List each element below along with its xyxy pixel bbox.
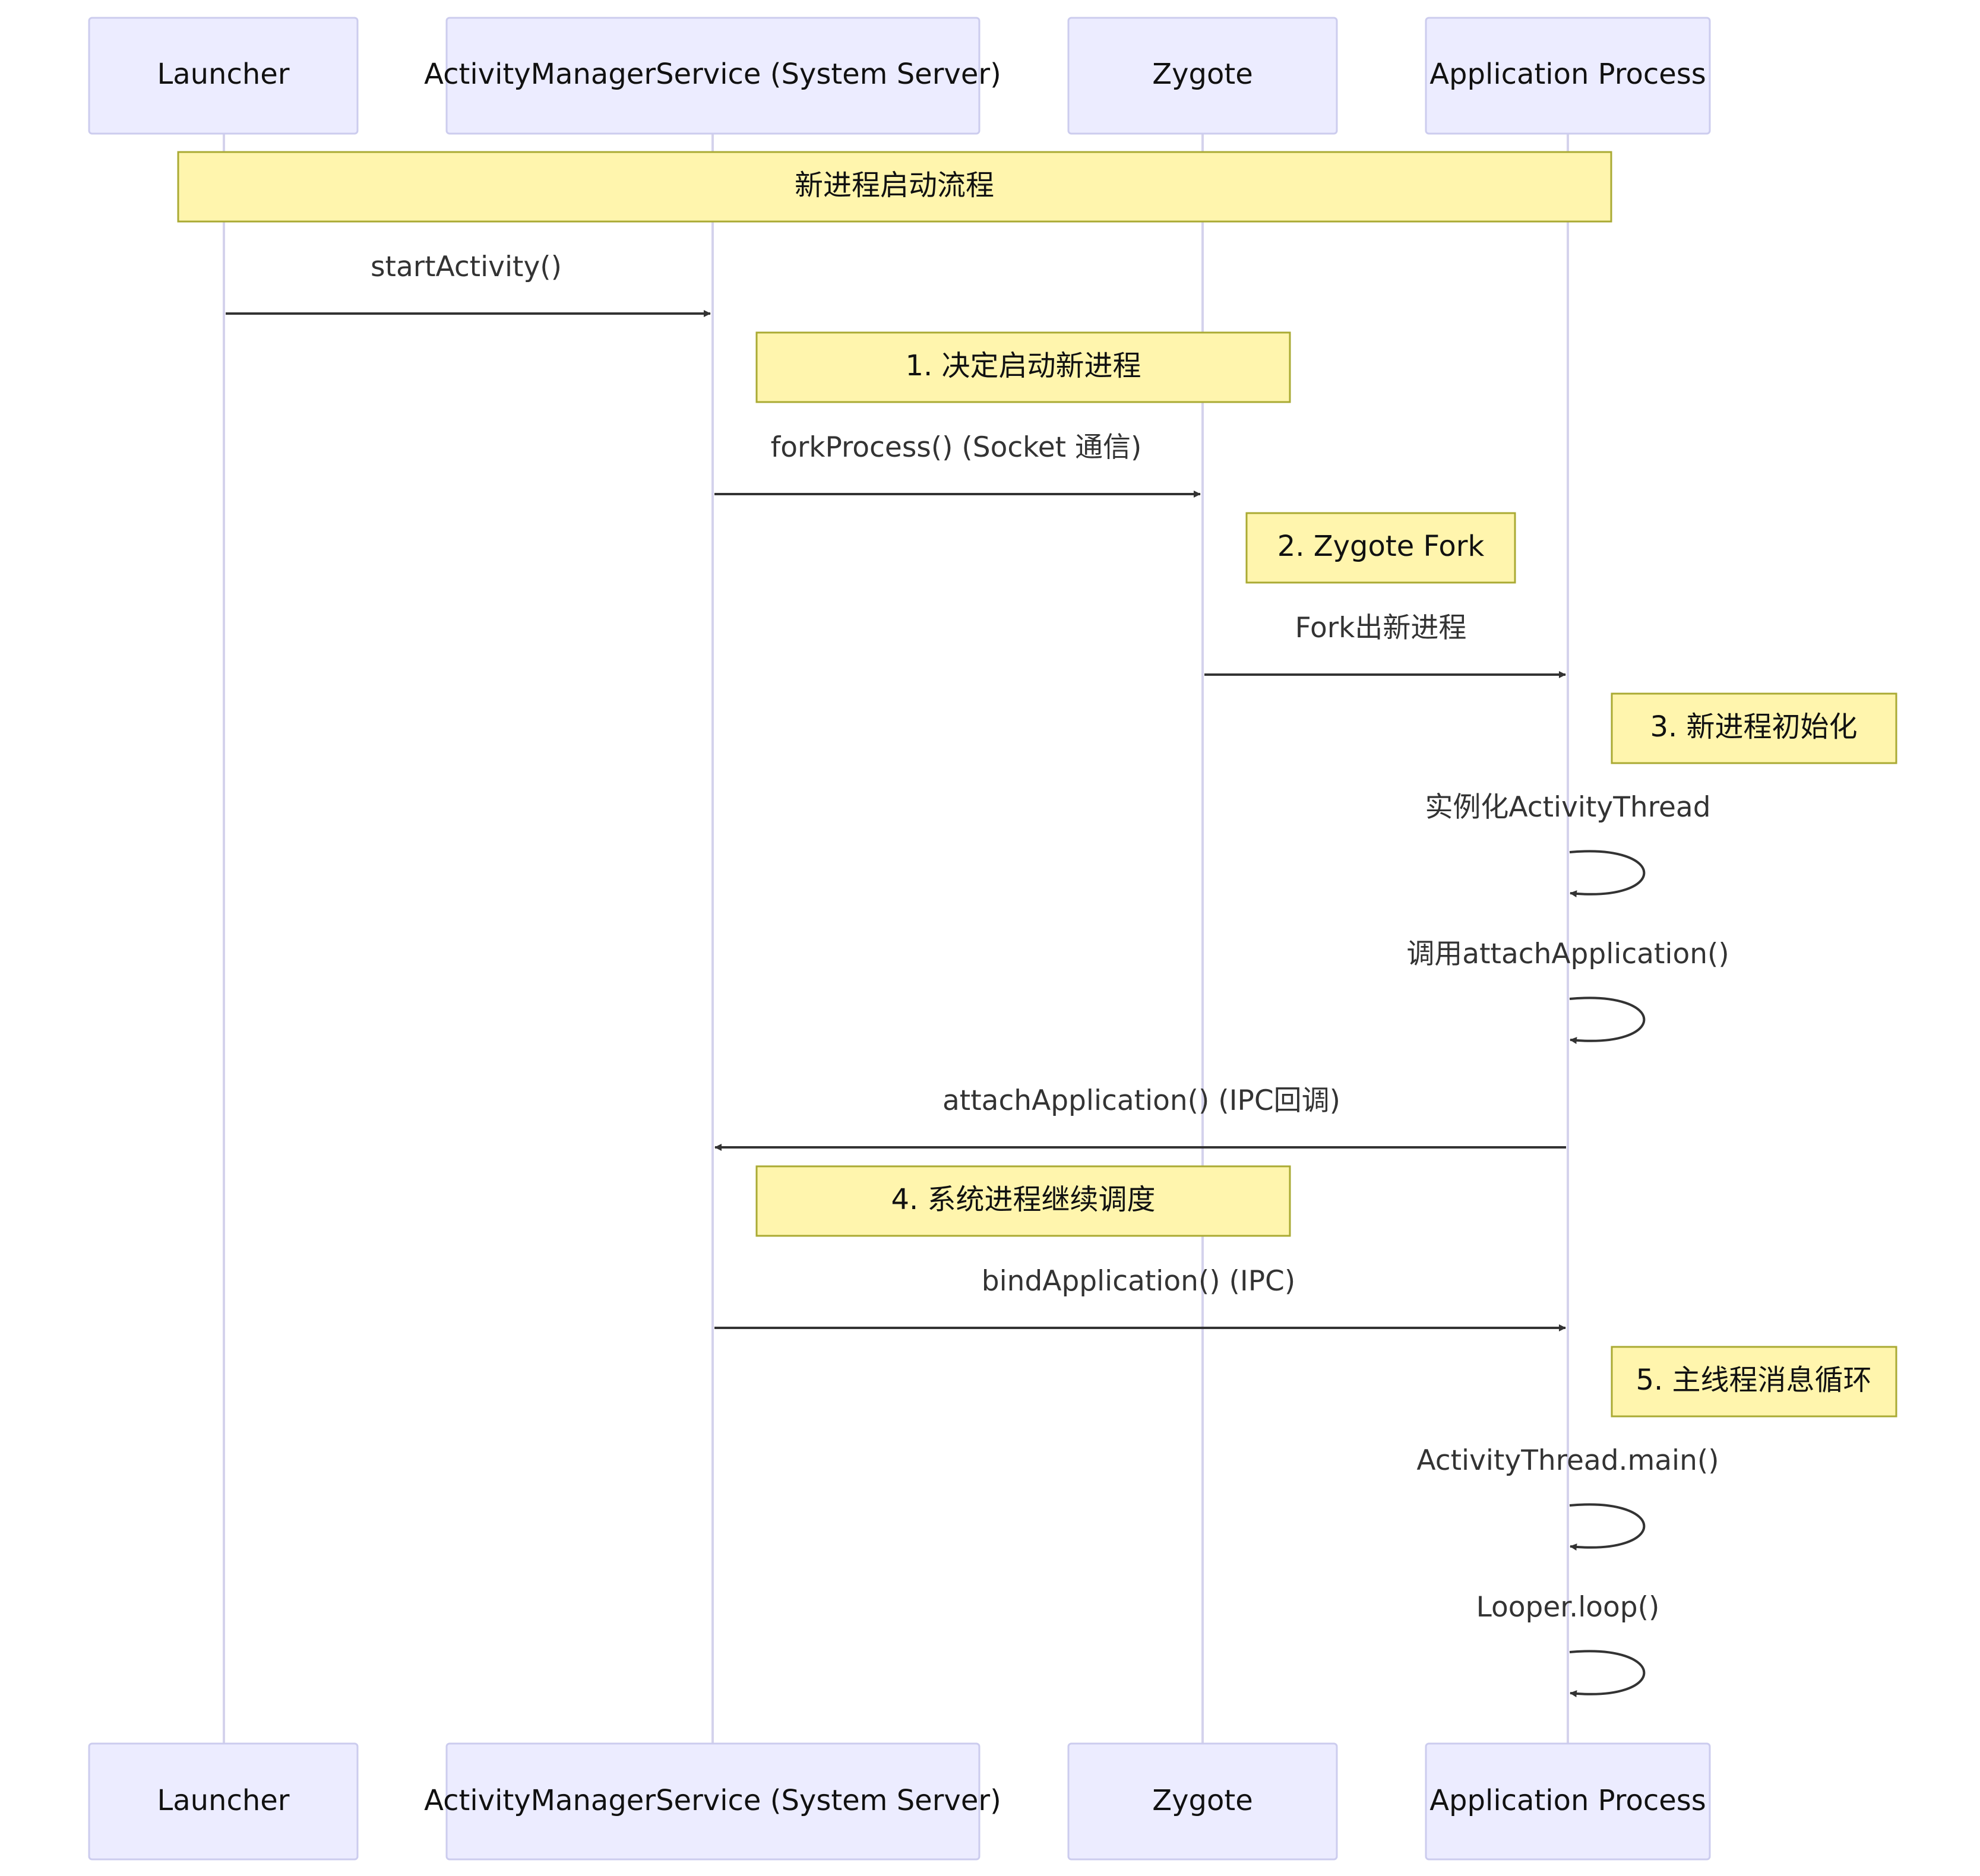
participant-label: Launcher xyxy=(157,58,289,91)
note-step3: 3. 新进程初始化 xyxy=(1611,692,1897,764)
message-activity-thread-main: ActivityThread.main() xyxy=(1416,1444,1719,1551)
message-fork-new-process: Fork出新进程 xyxy=(1204,612,1566,678)
svg-text:新进程启动流程: 新进程启动流程 xyxy=(795,169,994,202)
participant-zygote-bottom[interactable]: Zygote xyxy=(1067,1742,1338,1861)
note-step1: 1. 决定启动新进程 xyxy=(755,331,1291,403)
svg-text:3. 新进程初始化: 3. 新进程初始化 xyxy=(1650,710,1857,744)
svg-text:forkProcess() (Socket 通信): forkProcess() (Socket 通信) xyxy=(771,431,1142,464)
participants-bottom: Launcher ActivityManagerService (System … xyxy=(88,1742,1711,1861)
participant-label: ActivityManagerService (System Server) xyxy=(424,1784,1001,1817)
svg-text:attachApplication() (IPC回调): attachApplication() (IPC回调) xyxy=(942,1084,1340,1117)
message-attach-application-ipc: attachApplication() (IPC回调) xyxy=(714,1084,1566,1151)
message-instantiate-activity-thread: 实例化ActivityThread xyxy=(1425,791,1711,898)
svg-text:4. 系统进程继续调度: 4. 系统进程继续调度 xyxy=(891,1183,1155,1216)
participant-launcher-top[interactable]: Launcher xyxy=(88,17,359,135)
svg-text:1. 决定启动新进程: 1. 决定启动新进程 xyxy=(905,349,1141,382)
participant-label: Zygote xyxy=(1152,1784,1252,1817)
svg-text:Looper.loop(): Looper.loop() xyxy=(1476,1591,1660,1624)
participant-label: Application Process xyxy=(1429,1784,1706,1817)
note-overall: 新进程启动流程 xyxy=(177,151,1612,223)
participant-label: Zygote xyxy=(1152,58,1252,91)
svg-text:5. 主线程消息循环: 5. 主线程消息循环 xyxy=(1636,1363,1871,1397)
message-looper-loop: Looper.loop() xyxy=(1476,1591,1660,1698)
note-step5: 5. 主线程消息循环 xyxy=(1611,1346,1897,1418)
participant-label: Launcher xyxy=(157,1784,289,1817)
messages: startActivity() forkProcess() (Socket 通信… xyxy=(226,251,1729,1698)
participant-app-bottom[interactable]: Application Process xyxy=(1425,1742,1711,1861)
participant-ams-bottom[interactable]: ActivityManagerService (System Server) xyxy=(424,1742,1001,1861)
note-step2: 2. Zygote Fork xyxy=(1245,512,1516,584)
message-start-activity: startActivity() xyxy=(226,251,711,317)
notes: 新进程启动流程 1. 决定启动新进程 2. Zygote Fork 3. 新进程… xyxy=(177,151,1897,1418)
svg-text:2. Zygote Fork: 2. Zygote Fork xyxy=(1277,530,1485,563)
participant-label: Application Process xyxy=(1429,58,1706,91)
svg-text:bindApplication() (IPC): bindApplication() (IPC) xyxy=(982,1265,1295,1298)
message-call-attach-application: 调用attachApplication() xyxy=(1406,938,1729,1045)
participants-top: Launcher ActivityManagerService (System … xyxy=(88,17,1711,135)
svg-text:ActivityThread.main(): ActivityThread.main() xyxy=(1416,1444,1719,1477)
svg-text:startActivity(): startActivity() xyxy=(371,251,562,283)
message-bind-application: bindApplication() (IPC) xyxy=(714,1265,1566,1331)
participant-launcher-bottom[interactable]: Launcher xyxy=(88,1742,359,1861)
participant-label: ActivityManagerService (System Server) xyxy=(424,58,1001,91)
participant-ams-top[interactable]: ActivityManagerService (System Server) xyxy=(424,17,1001,135)
svg-text:Fork出新进程: Fork出新进程 xyxy=(1295,612,1467,644)
note-step4: 4. 系统进程继续调度 xyxy=(755,1165,1291,1237)
participant-app-top[interactable]: Application Process xyxy=(1425,17,1711,135)
message-fork-process: forkProcess() (Socket 通信) xyxy=(714,431,1201,498)
svg-text:调用attachApplication(): 调用attachApplication() xyxy=(1406,938,1729,970)
participant-zygote-top[interactable]: Zygote xyxy=(1067,17,1338,135)
svg-text:实例化ActivityThread: 实例化ActivityThread xyxy=(1425,791,1710,824)
